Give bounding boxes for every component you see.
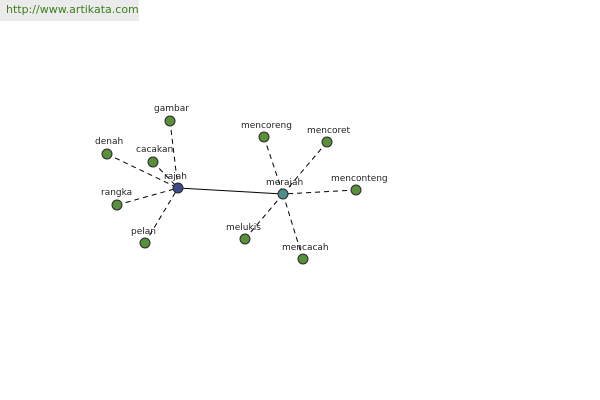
edge-mencoret-merajah (282, 141, 328, 195)
node-cacakan[interactable] (147, 156, 159, 168)
edge-pelan-rajah (144, 187, 179, 244)
edge-mencacah-merajah (282, 193, 304, 260)
edge-mencoreng-merajah (263, 136, 284, 195)
node-label-rajah: rajah (164, 172, 187, 182)
node-merajah[interactable] (277, 188, 289, 200)
node-rajah[interactable] (172, 182, 184, 194)
edge-denah-rajah (106, 153, 179, 189)
node-gambar[interactable] (164, 115, 176, 127)
edge-rajah-merajah (177, 187, 284, 195)
node-mencacah[interactable] (297, 253, 309, 265)
graph-nodes (101, 115, 362, 265)
node-rangka[interactable] (111, 199, 123, 211)
node-mencoret[interactable] (321, 136, 333, 148)
node-denah[interactable] (101, 148, 113, 160)
edge-cacakan-rajah (152, 161, 179, 189)
node-label-menconteng: menconteng (331, 174, 388, 184)
node-label-cacakan: cacakan (136, 145, 173, 155)
source-url-banner[interactable]: http://www.artikata.com (0, 0, 139, 21)
graph-labels: gambar denah cacakan rangka pelan mencoreng me… (95, 104, 388, 253)
node-label-denah: denah (95, 137, 123, 147)
node-mencoreng[interactable] (258, 131, 270, 143)
node-label-gambar: gambar (154, 104, 189, 114)
node-label-pelan: pelan (131, 227, 156, 237)
node-label-merajah: merajah (266, 178, 303, 188)
node-label-rangka: rangka (101, 188, 132, 198)
edge-rangka-rajah (116, 187, 179, 206)
graph-edges (106, 120, 357, 260)
node-label-mencoret: mencoret (307, 126, 351, 136)
edge-gambar-rajah (169, 120, 179, 189)
node-label-mencoreng: mencoreng (241, 121, 292, 131)
node-melukis[interactable] (239, 233, 251, 245)
node-label-mencacah: mencacah (282, 243, 329, 253)
node-menconteng[interactable] (350, 184, 362, 196)
edge-menconteng-merajah (282, 189, 357, 195)
node-pelan[interactable] (139, 237, 151, 249)
node-label-melukis: melukis (226, 223, 261, 233)
edge-melukis-merajah (244, 193, 284, 240)
